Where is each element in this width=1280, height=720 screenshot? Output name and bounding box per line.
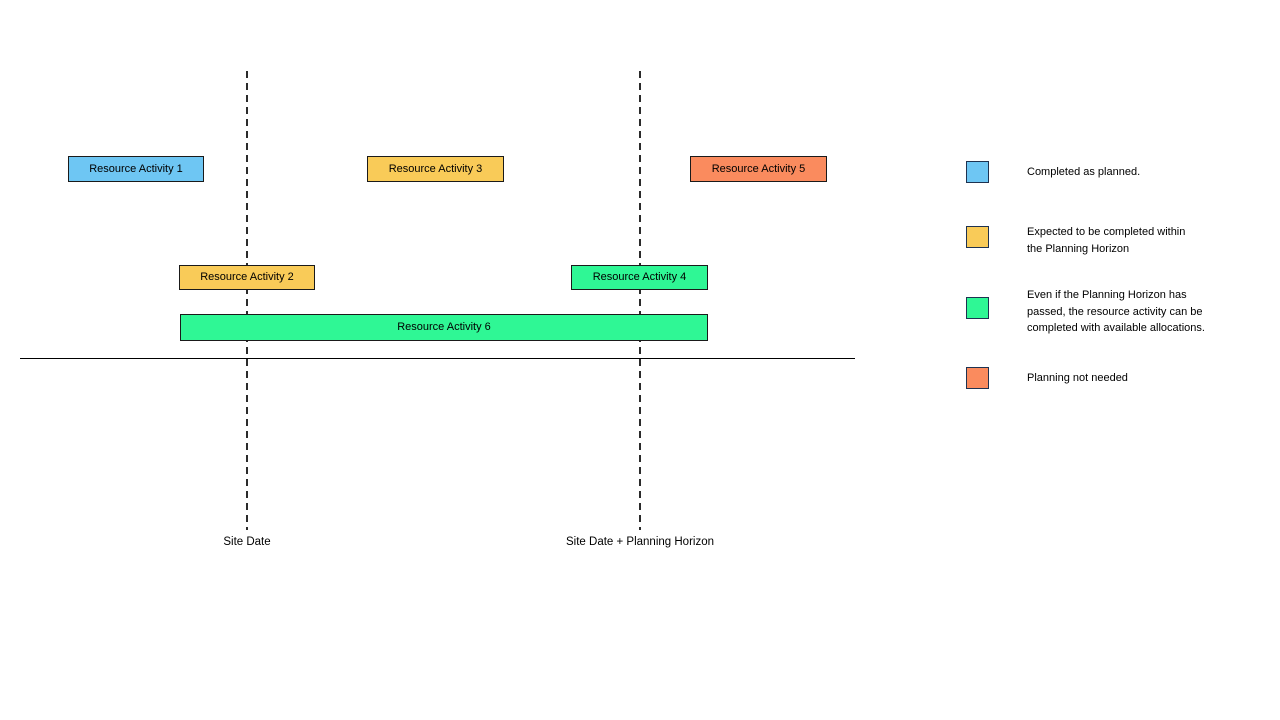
activity-box-6: Resource Activity 6 xyxy=(180,314,708,341)
legend-text-expected: Expected to be completed within the Plan… xyxy=(1027,226,1186,255)
legend-text-not-needed: Planning not needed xyxy=(1027,372,1128,384)
activity-box-4: Resource Activity 4 xyxy=(571,265,708,290)
planning-horizon-dashed-line xyxy=(639,71,641,530)
legend-text-completed: Completed as planned. xyxy=(1027,166,1141,178)
legend-swatch-completed xyxy=(966,161,989,183)
activity-box-3: Resource Activity 3 xyxy=(367,156,504,182)
activity-box-1: Resource Activity 1 xyxy=(68,156,204,182)
legend-swatch-expected xyxy=(966,226,989,248)
legend-swatch-available xyxy=(966,297,989,319)
site-date-label: Site Date xyxy=(223,536,271,548)
activity-box-2: Resource Activity 2 xyxy=(179,265,315,290)
legend-text-available: Even if the Planning Horizon has passed,… xyxy=(1027,289,1205,334)
legend-swatch-not-needed xyxy=(966,367,989,389)
planning-horizon-label: Site Date + Planning Horizon xyxy=(566,536,714,548)
timeline-baseline xyxy=(20,358,855,359)
site-date-dashed-line xyxy=(246,71,248,530)
activity-box-5: Resource Activity 5 xyxy=(690,156,827,182)
